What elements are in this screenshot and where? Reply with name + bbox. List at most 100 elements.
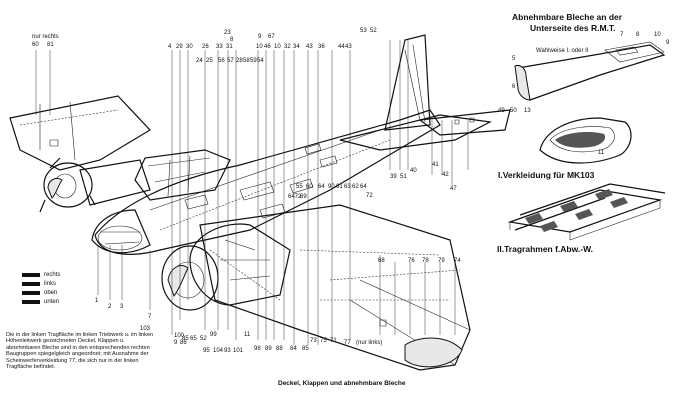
num-label: 43 <box>306 44 313 50</box>
num-label: 51 <box>400 174 407 180</box>
num-label: 60 <box>306 184 313 190</box>
num-label: 2 <box>108 304 112 310</box>
num-label: 4 <box>168 44 172 50</box>
legend-swatch <box>22 282 40 286</box>
num-label: 10 <box>256 44 263 50</box>
num-label: 64 <box>318 184 325 190</box>
num-label: 1 <box>95 298 99 304</box>
num-label: 10 <box>274 44 281 50</box>
num-label: 58 <box>243 58 250 64</box>
panel-num: 9 <box>666 40 670 46</box>
num-label: 79 <box>438 258 445 264</box>
num-label: 64 <box>360 184 367 190</box>
num-label: 52 <box>200 336 207 342</box>
num-label: 63 <box>344 184 351 190</box>
num-label: 31 <box>226 44 233 50</box>
number-labels: nur rechts 60 81 4 29 30 26 33 31 23 8 9… <box>32 28 531 354</box>
num-label: 103 <box>140 326 151 332</box>
mirror-note: Die in der linken Tragfläche im linken T… <box>6 332 154 371</box>
num-label: 36 <box>318 44 325 50</box>
legend-item-links: links <box>22 281 56 287</box>
num-label: 99 <box>210 332 217 338</box>
legend-swatch <box>22 291 40 295</box>
num-label: 43 <box>345 44 352 50</box>
label-nur-rechts: nur rechts <box>32 34 59 40</box>
num-label: 55 <box>296 184 303 190</box>
num-label: 47 <box>450 186 457 192</box>
num-label: 23 <box>224 30 231 36</box>
tail <box>339 34 511 151</box>
left-engine <box>39 157 151 213</box>
num-label: 75 <box>320 338 327 344</box>
panel-num: 11 <box>598 150 605 156</box>
num-label: 42 <box>442 172 449 178</box>
panel-title-line1: Abnehmbare Bleche an der <box>512 12 623 22</box>
num-label: 50 <box>510 108 517 114</box>
num-label: 8 <box>230 37 234 43</box>
label-nur-links: (nur links) <box>356 340 382 346</box>
num-label: 89 <box>265 346 272 352</box>
num-label: 25 <box>206 58 213 64</box>
left-wing <box>9 95 151 171</box>
num-label: 30 <box>186 44 193 50</box>
num-label: 59 <box>250 58 257 64</box>
legend-item-oben: oben <box>22 290 57 296</box>
panel-num: 8 <box>636 32 640 38</box>
num-label: 7 <box>148 314 152 320</box>
num-label: 33 <box>216 44 223 50</box>
num-label: 61 <box>336 184 343 190</box>
num-label: 41 <box>432 162 439 168</box>
num-label: 71 <box>330 338 337 344</box>
num-label: 44 <box>338 44 345 50</box>
num-label: 3 <box>120 304 124 310</box>
num-label: 67 <box>268 34 275 40</box>
label-60: 60 <box>32 42 39 48</box>
num-label: 56 <box>218 58 225 64</box>
legend-label: unten <box>44 299 60 305</box>
num-label: 88 <box>276 346 283 352</box>
leader-lines <box>35 40 469 345</box>
num-label: 46 <box>264 44 271 50</box>
num-label: 28 <box>236 58 243 64</box>
panel-num: 10 <box>654 32 661 38</box>
num-label: 49 <box>498 108 505 114</box>
legend-swatch <box>22 300 40 304</box>
num-label: 90 <box>328 184 335 190</box>
num-label: 76 <box>408 258 415 264</box>
panel-num: 5 <box>512 56 516 62</box>
num-label: 29 <box>176 44 183 50</box>
num-label: 52 <box>370 28 377 34</box>
num-label: 6472 <box>288 194 302 200</box>
num-label: 40 <box>410 168 417 174</box>
frame-drawing <box>507 183 666 241</box>
legend-swatch <box>22 273 40 277</box>
num-label: 11 <box>244 332 251 338</box>
right-wing <box>199 204 471 371</box>
panel-wahlweise: Wahlweise I. oder II <box>536 48 589 54</box>
right-engine <box>161 223 291 311</box>
num-label: 85 <box>182 336 189 342</box>
num-label: 84 <box>290 346 297 352</box>
num-label: 72 <box>366 193 373 199</box>
num-label: 86 <box>180 340 187 346</box>
num-label: 39 <box>390 174 397 180</box>
num-label: 77 <box>344 340 351 346</box>
caption-frame: II.Tragrahmen f.Abw.-W. <box>497 244 593 254</box>
num-label: 9 <box>258 34 262 40</box>
removable-sheets-panel: Abnehmbare Bleche an der Unterseite des … <box>497 12 670 254</box>
num-label: 78 <box>422 258 429 264</box>
num-label: 95 <box>203 348 210 354</box>
num-label: 54 <box>257 58 264 64</box>
num-label: 85 <box>302 346 309 352</box>
legend-label: links <box>44 281 57 287</box>
num-label: 98 <box>254 346 261 352</box>
diagram-caption: Deckel, Klappen und abnehmbare Bleche <box>278 380 406 387</box>
num-label: 74 <box>454 258 461 264</box>
num-label: 101 <box>233 348 244 354</box>
num-label: 26 <box>202 44 209 50</box>
num-label: 34 <box>293 44 300 50</box>
legend-label: oben <box>44 290 58 296</box>
num-label: 65 <box>190 336 197 342</box>
num-label: 69 <box>300 194 307 200</box>
